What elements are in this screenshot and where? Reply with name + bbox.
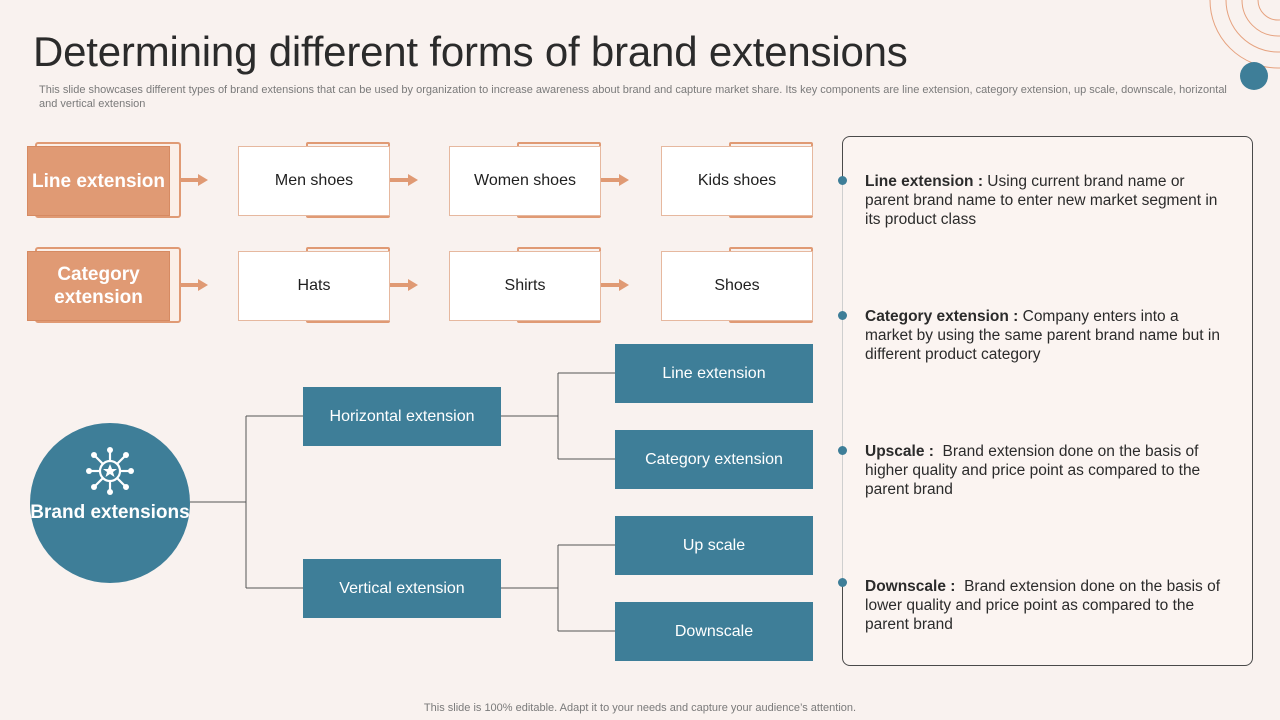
product-card: Women shoes xyxy=(449,142,603,220)
bullet-dot xyxy=(838,446,847,455)
definition-item: Category extension : Company enters into… xyxy=(865,307,1225,364)
definition-text: Using current brand name or parent brand… xyxy=(865,173,1218,228)
panel-divider xyxy=(842,180,843,580)
footer-note: This slide is 100% editable. Adapt it to… xyxy=(423,702,857,714)
product-card: Shoes xyxy=(661,247,815,325)
product-card: Kids shoes xyxy=(661,142,815,220)
arrow-right-icon xyxy=(180,174,208,186)
definition-text: Brand extension done on the basis of low… xyxy=(865,578,1225,633)
branch-node: Horizontal extension xyxy=(303,387,501,446)
product-card: Shirts xyxy=(449,247,603,325)
definition-term: Upscale : xyxy=(865,443,934,460)
arrow-right-icon xyxy=(390,279,418,291)
network-star-icon xyxy=(86,447,134,495)
definition-text: Brand extension done on the basis of hig… xyxy=(865,443,1205,498)
arrow-right-icon xyxy=(601,279,629,291)
leaf-node: Category extension xyxy=(615,430,813,489)
concentric-arcs-icon xyxy=(1209,0,1280,90)
arrow-right-icon xyxy=(180,279,208,291)
branch-node: Vertical extension xyxy=(303,559,501,618)
root-label: Brand extensions xyxy=(30,502,190,523)
leaf-node: Up scale xyxy=(615,516,813,575)
root-node: Brand extensions xyxy=(30,423,190,583)
product-label: Shoes xyxy=(661,251,813,321)
page-subtitle: This slide showcases different types of … xyxy=(39,84,1227,110)
product-card: Hats xyxy=(238,247,392,325)
product-label: Shirts xyxy=(449,251,601,321)
row-label: Line extension xyxy=(27,146,170,216)
arrow-right-icon xyxy=(390,174,418,186)
bullet-dot xyxy=(838,311,847,320)
definition-term: Line extension : xyxy=(865,173,983,190)
definition-item: Line extension : Using current brand nam… xyxy=(865,172,1225,229)
product-label: Women shoes xyxy=(449,146,601,216)
page-title: Determining different forms of brand ext… xyxy=(33,28,908,75)
definition-term: Category extension : xyxy=(865,308,1019,325)
leaf-node: Line extension xyxy=(615,344,813,403)
definition-item: Upscale : Brand extension done on the ba… xyxy=(865,442,1225,499)
definition-text: Company enters into a market by using th… xyxy=(865,308,1220,363)
bullet-dot xyxy=(838,578,847,587)
arrow-right-icon xyxy=(601,174,629,186)
definitions-panel xyxy=(842,136,1253,666)
bullet-dot xyxy=(838,176,847,185)
product-label: Men shoes xyxy=(238,146,390,216)
definition-term: Downscale : xyxy=(865,578,956,595)
row-label-card: Category extension xyxy=(27,247,181,323)
row-label: Category extension xyxy=(27,251,170,321)
product-label: Kids shoes xyxy=(661,146,813,216)
product-label: Hats xyxy=(238,251,390,321)
leaf-node: Downscale xyxy=(615,602,813,661)
definition-item: Downscale : Brand extension done on the … xyxy=(865,577,1225,634)
product-card: Men shoes xyxy=(238,142,392,220)
row-label-card: Line extension xyxy=(27,142,181,218)
